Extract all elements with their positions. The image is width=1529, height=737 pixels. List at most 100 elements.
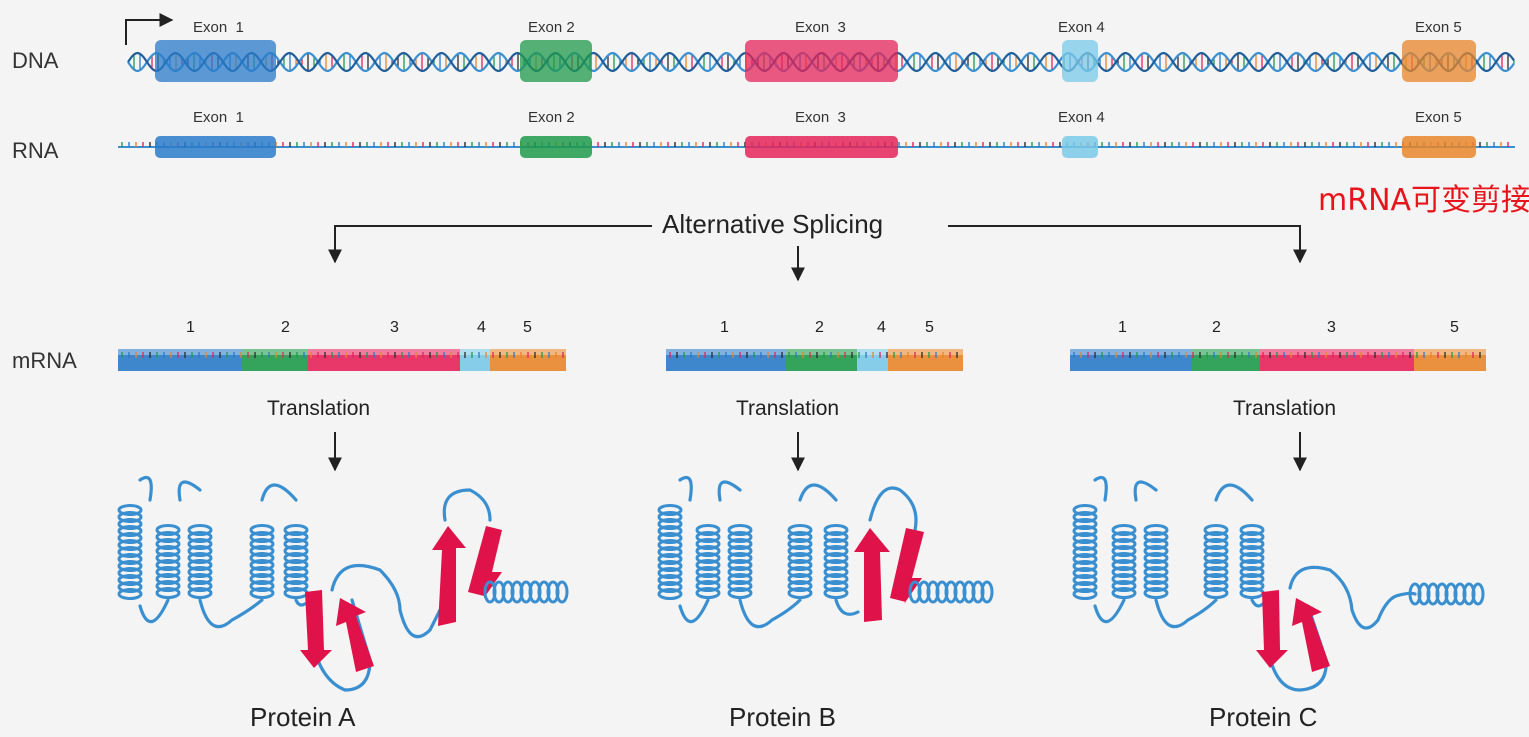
- protein-b-label: Protein B: [729, 702, 836, 732]
- alpha-helix-coil: [117, 574, 143, 586]
- alternative-splicing-label: Alternative Splicing: [656, 211, 890, 237]
- rna-exon-5: [1402, 136, 1476, 158]
- alpha-helix-coil: [1239, 531, 1265, 543]
- alpha-helix-coil: [1072, 588, 1098, 600]
- alpha-helix-coil: [695, 559, 721, 571]
- dna-exon-5: [1402, 40, 1476, 82]
- alpha-helix-coil: [1111, 587, 1137, 599]
- alpha-helix-coil: [727, 559, 753, 571]
- transcription-start-arrow: [125, 13, 174, 45]
- alpha-helix-coil: [117, 504, 143, 516]
- rna-exon-1: [155, 136, 276, 158]
- alpha-helix-coil: [1239, 552, 1265, 564]
- alpha-helix-coil: [1239, 580, 1265, 592]
- alpha-helix-coil: [155, 524, 181, 536]
- mrna-segment: [786, 349, 857, 371]
- alpha-helix-coil: [1072, 546, 1098, 558]
- mrna-segment: [666, 349, 786, 371]
- alpha-helix-coil: [657, 539, 683, 551]
- dna-exon-4: [1062, 40, 1098, 82]
- alpha-helix-coil: [787, 545, 813, 557]
- alpha-helix-coil: [657, 518, 683, 530]
- alpha-helix-coil: [155, 545, 181, 557]
- alpha-helix-coil: [1072, 539, 1098, 551]
- alpha-helix-coil: [1239, 545, 1265, 557]
- alpha-helix-coil: [1143, 559, 1169, 571]
- protein-loop: [678, 475, 918, 629]
- alpha-helix-coil: [155, 559, 181, 571]
- alpha-helix-coil: [1143, 573, 1169, 585]
- beta-sheet-arrow: [854, 528, 890, 622]
- mrna-segment: [1192, 349, 1260, 371]
- alpha-helix-coil: [657, 553, 683, 565]
- variant-a-segment-label: 3: [390, 319, 399, 336]
- alpha-helix-coil: [1203, 587, 1229, 599]
- protein-a-label: Protein A: [250, 702, 356, 732]
- rna-exon-4-label: Exon 4: [1058, 109, 1105, 126]
- alpha-helix-coil: [117, 539, 143, 551]
- rna-exon-2-label: Exon 2: [528, 109, 575, 126]
- alpha-helix-coil: [1072, 567, 1098, 579]
- alpha-helix-coil: [117, 518, 143, 530]
- mrna-segment: [490, 349, 566, 371]
- variant-a-segment-label: 1: [186, 319, 195, 336]
- alpha-helix-coil: [695, 552, 721, 564]
- alpha-helix-coil: [187, 538, 213, 550]
- alpha-helix-coil: [155, 531, 181, 543]
- variant-c-segment-label: 3: [1327, 319, 1336, 336]
- rna-row-label: RNA: [12, 138, 59, 163]
- variant-b-segment-label: 1: [720, 319, 729, 336]
- alpha-helix-coil: [823, 580, 849, 592]
- alpha-helix-coil: [1143, 580, 1169, 592]
- alpha-helix-coil: [823, 566, 849, 578]
- alpha-helix-coil: [155, 538, 181, 550]
- alpha-helix-coil: [155, 573, 181, 585]
- alpha-helix-coil: [187, 566, 213, 578]
- alpha-helix-coil: [980, 580, 994, 604]
- alpha-helix-coil: [657, 574, 683, 586]
- translation-label-a: Translation: [267, 397, 371, 420]
- alpha-helix-coil: [1143, 552, 1169, 564]
- alpha-helix-coil: [249, 573, 275, 585]
- mrna-variant-c: [1070, 349, 1486, 371]
- variant-a-segment-label: 2: [281, 319, 290, 336]
- alpha-helix-coil: [657, 504, 683, 516]
- alpha-helix-coil: [117, 560, 143, 572]
- alpha-helix-coil: [283, 531, 309, 543]
- alpha-helix-coil: [1143, 587, 1169, 599]
- protein-loop: [1093, 475, 1328, 692]
- mrna-segment: [118, 349, 242, 371]
- alpha-helix-coil: [1111, 552, 1137, 564]
- alpha-helix-coil: [1143, 566, 1169, 578]
- alpha-helix-coil: [787, 524, 813, 536]
- alpha-helix-coil: [117, 588, 143, 600]
- alpha-helix-coil: [1072, 525, 1098, 537]
- protein-c: [1072, 475, 1485, 692]
- alpha-helix-coil: [187, 552, 213, 564]
- alpha-helix-coil: [1111, 538, 1137, 550]
- beta-sheet-arrow: [468, 526, 502, 598]
- alpha-helix-coil: [727, 566, 753, 578]
- alpha-helix-coil: [695, 580, 721, 592]
- alpha-helix-coil: [727, 538, 753, 550]
- variant-c-segment-label: 1: [1118, 319, 1127, 336]
- rna-exon-2: [520, 136, 592, 158]
- alpha-helix-coil: [1203, 531, 1229, 543]
- alpha-helix-coil: [1239, 538, 1265, 550]
- variant-a-segment-label: 5: [523, 319, 532, 336]
- alpha-helix-coil: [787, 552, 813, 564]
- dna-exon-4-label: Exon 4: [1058, 19, 1105, 36]
- dna-exon-2-label: Exon 2: [528, 19, 575, 36]
- alpha-helix-coil: [1072, 532, 1098, 544]
- alpha-helix-coil: [1203, 573, 1229, 585]
- dna-exon-1-label: Exon 1: [193, 19, 244, 36]
- protein-c-label: Protein C: [1209, 702, 1318, 732]
- dna-row-label: DNA: [12, 48, 59, 73]
- beta-sheet-arrow: [432, 526, 466, 626]
- alpha-helix-coil: [787, 573, 813, 585]
- alpha-helix-coil: [249, 545, 275, 557]
- alpha-helix-coil: [249, 559, 275, 571]
- dna-exon-5-label: Exon 5: [1415, 19, 1462, 36]
- alpha-helix-coil: [117, 581, 143, 593]
- alpha-helix-coil: [727, 580, 753, 592]
